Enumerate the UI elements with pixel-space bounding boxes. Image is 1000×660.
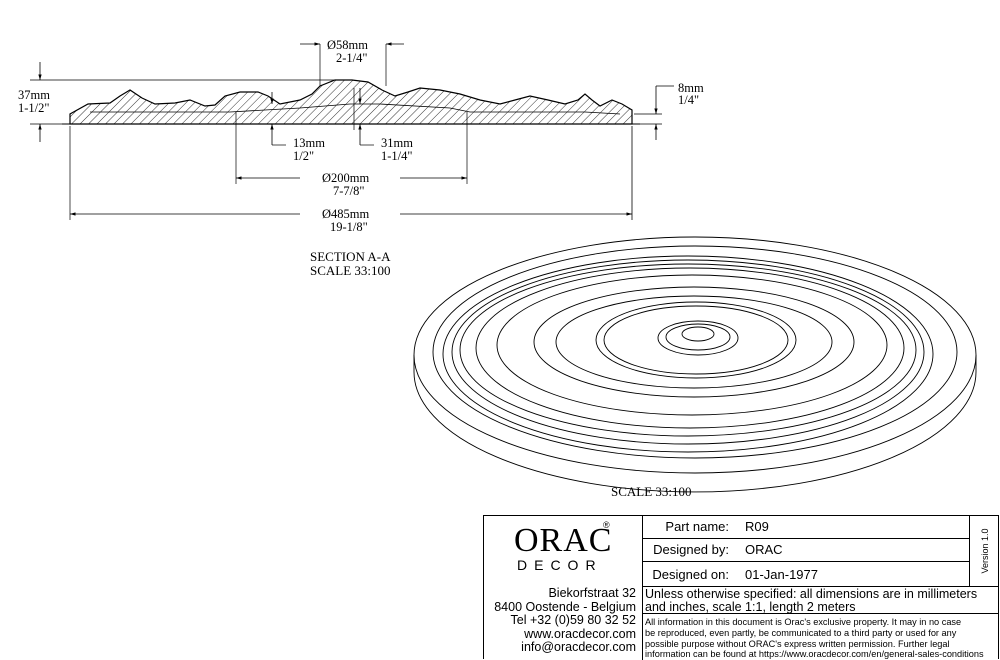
legal-line-4: information can be found at https://www.… xyxy=(645,649,984,660)
dim-mid-diameter-mm: Ø200mm xyxy=(322,171,370,185)
dim-edge-mm: 8mm xyxy=(678,81,704,95)
address-city: 8400 Oostende - Belgium xyxy=(494,599,636,614)
dim-mid-diameter: Ø200mm 7-7/8" xyxy=(235,112,468,198)
address-email[interactable]: info@oracdecor.com xyxy=(521,640,636,655)
dim-top-diameter: Ø58mm 2-1/4" xyxy=(300,38,404,86)
dim-height-mm: 37mm xyxy=(18,88,50,102)
view-caption-scale: SCALE 33:100 xyxy=(611,484,692,499)
legal-line-1: All information in this document is Orac… xyxy=(645,617,962,627)
spec-line-1: Unless otherwise specified: all dimensio… xyxy=(645,587,978,601)
dim-outer-diameter: Ø485mm 19-1/8" xyxy=(69,126,633,234)
specification-note: Unless otherwise specified: all dimensio… xyxy=(643,586,999,614)
address-street: Biekorfstraat 32 xyxy=(548,586,636,600)
section-caption-title: SECTION A-A xyxy=(310,249,391,264)
legal-note: All information in this document is Orac… xyxy=(643,614,999,660)
dim-outer-diameter-in: 19-1/8" xyxy=(330,220,368,234)
dim-center-features: 13mm 1/2" 31mm 1-1/4" xyxy=(270,88,413,163)
designed-on-value: 01-Jan-1977 xyxy=(745,567,818,582)
isometric-view xyxy=(413,236,977,493)
dim-height-in: 1-1/2" xyxy=(18,101,50,115)
spec-line-2: and inches, scale 1:1, length 2 meters xyxy=(645,599,856,614)
logo-registered: ® xyxy=(603,520,610,530)
title-block: ORAC ® DECOR Biekorfstraat 32 8400 Ooste… xyxy=(483,515,999,660)
field-designed-by: Designed by: ORAC xyxy=(643,539,969,562)
dim-height: 37mm 1-1/2" xyxy=(18,62,340,142)
dim-mid-diameter-in: 7-7/8" xyxy=(333,184,365,198)
title-block-fields: Part name: R09 Designed by: ORAC Designe… xyxy=(643,516,969,586)
dim-top-diameter-mm: Ø58mm xyxy=(327,38,368,52)
legal-line-2: be reproduced, even partly, be communica… xyxy=(645,627,957,638)
address-phone: Tel +32 (0)59 80 32 52 xyxy=(510,613,636,628)
part-name-label: Part name: xyxy=(665,519,729,534)
section-profile xyxy=(62,79,640,125)
dim-outer-diameter-mm: Ø485mm xyxy=(322,207,370,221)
dim-inner-right-mm: 31mm xyxy=(381,136,413,150)
company-address: Biekorfstraat 32 8400 Oostende - Belgium… xyxy=(484,586,642,660)
version-cell: Version 1.0 xyxy=(969,516,999,586)
part-name-value: R09 xyxy=(745,519,769,534)
section-caption-scale: SCALE 33:100 xyxy=(310,263,391,278)
dim-inner-right-in: 1-1/4" xyxy=(381,149,413,163)
dim-edge: 8mm 1/4" xyxy=(634,81,704,140)
field-part-name: Part name: R09 xyxy=(643,516,969,539)
designed-by-label: Designed by: xyxy=(653,542,729,557)
dim-edge-in: 1/4" xyxy=(678,93,699,107)
designed-on-label: Designed on: xyxy=(652,567,729,582)
field-designed-on: Designed on: 01-Jan-1977 xyxy=(643,562,969,586)
logo-sub: DECOR xyxy=(517,557,603,573)
designed-by-value: ORAC xyxy=(745,542,783,557)
dim-inner-left-in: 1/2" xyxy=(293,149,314,163)
title-block-divider xyxy=(642,516,643,660)
logo-main: ORAC xyxy=(514,522,613,559)
legal-line-3: possible purpose without ORAC's express … xyxy=(645,638,950,649)
dim-inner-left-mm: 13mm xyxy=(293,136,325,150)
version-label: Version 1.0 xyxy=(979,528,990,574)
address-website[interactable]: www.oracdecor.com xyxy=(524,626,636,641)
orac-logo: ORAC ® DECOR xyxy=(484,516,642,586)
dim-top-diameter-in: 2-1/4" xyxy=(336,51,368,65)
